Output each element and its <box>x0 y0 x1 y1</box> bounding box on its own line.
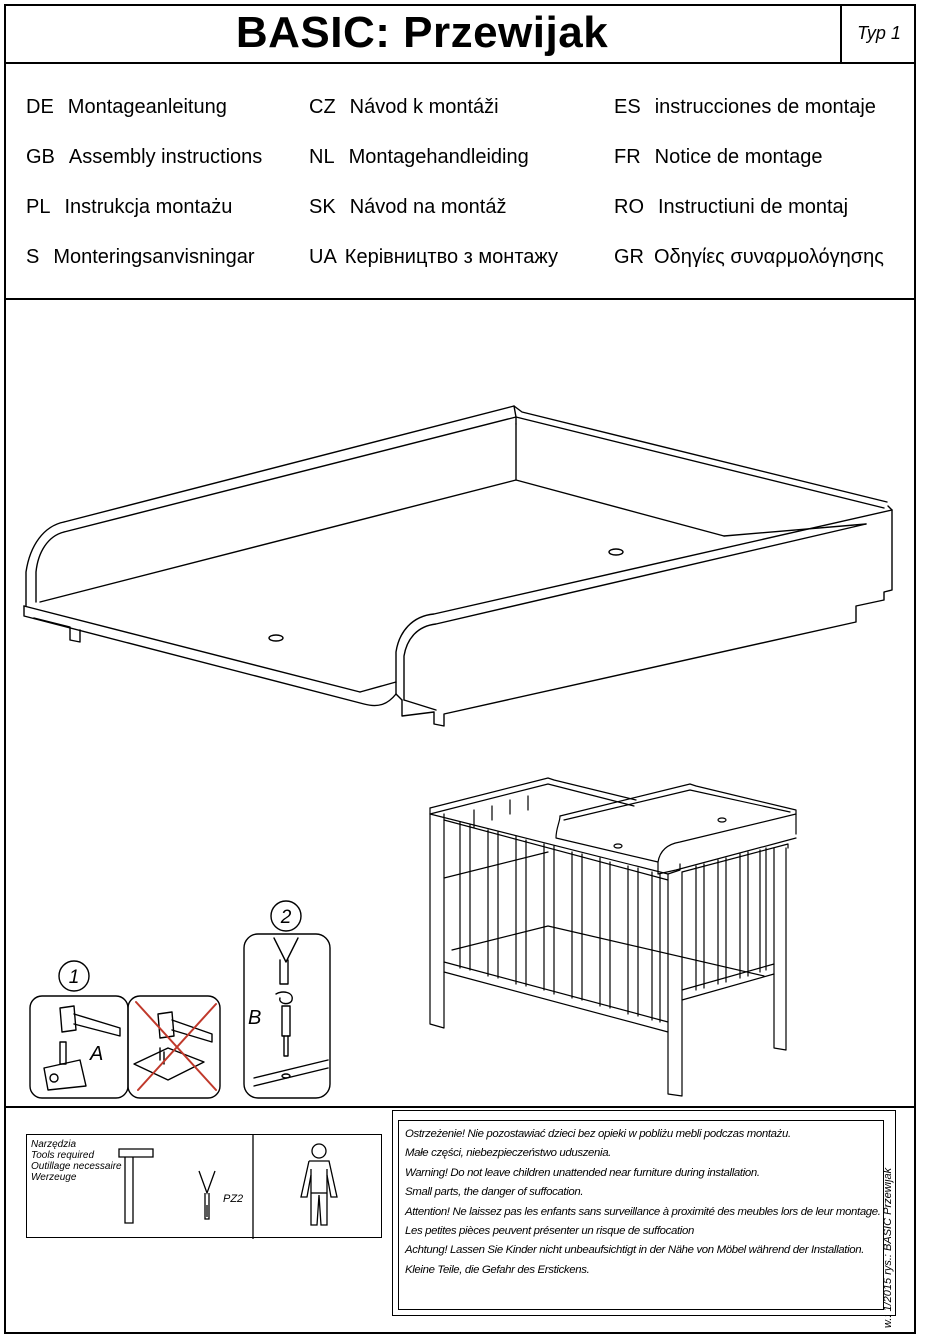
language-code: RO <box>614 196 644 218</box>
warning-line: Małe części, niebezpieczeństwo uduszenia… <box>405 1147 611 1160</box>
revision-note: w.: 1/2015 rys.: BASIC Przewijak <box>882 1167 894 1328</box>
tools-icons <box>118 1135 338 1239</box>
step-1-diagram: 1 A <box>29 960 221 1099</box>
language-code: FR <box>614 146 641 168</box>
language-item: S Monteringsanvisningar <box>26 246 255 269</box>
step-2-diagram: 2 B <box>243 900 331 1099</box>
language-label: Návod na montáž <box>349 196 507 218</box>
language-item: RO Instructiuni de montaj <box>614 196 848 219</box>
tools-label-list: Narzędzia Tools required Outillage neces… <box>31 1139 122 1183</box>
screwdriver-icon <box>198 1170 216 1220</box>
language-item: GR Οδηγίες συναρμολόγησης <box>614 246 884 269</box>
person-icon <box>300 1143 338 1226</box>
product-drawing: 1 A 2 <box>23 405 893 1099</box>
language-code: UA <box>309 246 337 268</box>
language-list: DE Montageanleitung CZ Návod k montáži ES i… <box>4 64 916 300</box>
language-code: DE <box>26 96 54 118</box>
footer: Narzędzia Tools required Outillage neces… <box>4 1108 916 1334</box>
step-1-number: 1 <box>69 967 80 988</box>
language-item: PL Instrukcja montażu <box>26 196 232 219</box>
language-code: GB <box>26 146 55 168</box>
tools-label: Narzędzia <box>31 1139 77 1150</box>
tools-label: Tools required <box>31 1150 95 1161</box>
language-item: CZ Návod k montáži <box>309 96 499 119</box>
language-label: Instructiuni de montaj <box>658 196 849 218</box>
language-label: Instrukcja montażu <box>64 196 233 218</box>
language-label: Notice de montage <box>654 146 823 168</box>
language-code: ES <box>614 96 641 118</box>
language-label: Montageanleitung <box>67 96 227 118</box>
language-item: DE Montageanleitung <box>26 96 227 119</box>
language-code: GR <box>614 246 644 268</box>
tools-required-box: Narzędzia Tools required Outillage neces… <box>26 1134 382 1239</box>
language-item: NL Montagehandleiding <box>309 146 529 169</box>
page-frame <box>4 4 916 1334</box>
language-label: Montagehandleiding <box>348 146 529 168</box>
hammer-icon <box>118 1148 154 1224</box>
tools-label: Outillage necessaire <box>31 1161 122 1172</box>
warning-line: Small parts, the danger of suffocation. <box>405 1186 584 1199</box>
language-code: PL <box>26 196 51 218</box>
language-code: SK <box>309 196 336 218</box>
cot-illustration <box>429 777 797 1097</box>
language-label: Керівництво з монтажу <box>344 246 558 268</box>
language-label: Monteringsanvisningar <box>53 246 255 268</box>
warning-line: Achtung! Lassen Sie Kinder nicht unbeauf… <box>405 1244 865 1257</box>
language-label: instrucciones de montaje <box>654 96 876 118</box>
step-1-label: A <box>89 1043 103 1065</box>
warning-line: Warning! Do not leave children unattende… <box>405 1166 760 1179</box>
warning-line: Kleine Teile, die Gefahr des Erstickens. <box>405 1263 590 1276</box>
screwdriver-label: PZ2 <box>223 1193 244 1205</box>
changing-table-illustration <box>23 405 893 727</box>
language-code: NL <box>309 146 335 168</box>
warning-box-outer <box>392 1110 896 1316</box>
warning-line: Ostrzeżenie! Nie pozostawiać dzieci bez … <box>405 1128 791 1140</box>
warning-line: Les petites pièces peuvent présenter un … <box>405 1225 694 1238</box>
warning-line: Attention! Ne laissez pas les enfants sa… <box>405 1205 881 1218</box>
language-item: UA Керівництво з монтажу <box>309 246 558 269</box>
step-2-number: 2 <box>280 907 292 928</box>
language-label: Οδηγίες συναρμολόγησης <box>654 246 884 268</box>
tools-label: Werzeuge <box>31 1172 77 1183</box>
language-code: CZ <box>309 96 336 118</box>
language-label: Návod k montáži <box>349 96 499 118</box>
step-2-label: B <box>248 1007 261 1029</box>
header: BASIC: Przewijak Typ 1 <box>4 4 916 64</box>
drawing-area: 1 A 2 <box>4 300 916 1108</box>
language-item: FR Notice de montage <box>614 146 823 169</box>
type-label: Typ 1 <box>840 4 916 62</box>
language-label: Assembly instructions <box>68 146 263 168</box>
document-title: BASIC: Przewijak <box>235 8 609 57</box>
warning-box: Ostrzeżenie! Nie pozostawiać dzieci bez … <box>398 1120 884 1310</box>
language-item: GB Assembly instructions <box>26 146 262 169</box>
language-item: SK Návod na montáž <box>309 196 506 219</box>
language-code: S <box>26 246 40 268</box>
language-item: ES instrucciones de montaje <box>614 96 876 119</box>
